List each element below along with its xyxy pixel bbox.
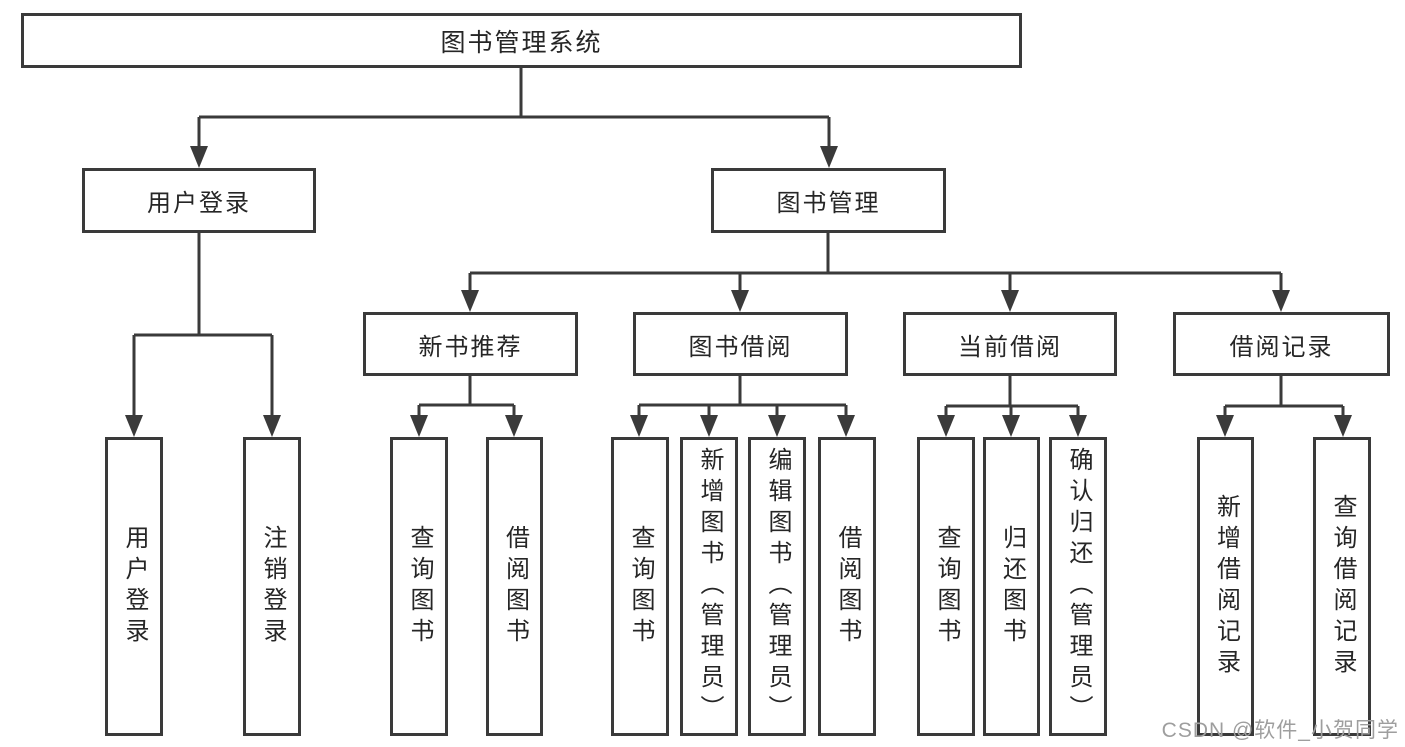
- node-label: 借阅图书: [834, 524, 861, 649]
- arrow-down-icon: [190, 146, 208, 168]
- node-book-borrowing: 图书借阅: [633, 312, 848, 376]
- leaf-add-books-admin: 新增图书（管理员）: [680, 437, 738, 736]
- arrowheads: [125, 146, 1352, 437]
- node-borrowing-records: 借阅记录: [1173, 312, 1390, 376]
- node-label: 确认归还（管理员）: [1065, 447, 1092, 726]
- leaf-return-books: 归还图书: [983, 437, 1040, 736]
- arrow-down-icon: [125, 415, 143, 437]
- node-current-borrowing: 当前借阅: [903, 312, 1117, 376]
- connector-line: [468, 233, 1283, 295]
- node-label: 归还图书: [998, 524, 1026, 649]
- arrow-down-icon: [505, 415, 523, 437]
- node-label: 查询借阅记录: [1329, 493, 1356, 680]
- leaf-borrow-books: 借阅图书: [818, 437, 876, 736]
- arrow-down-icon: [263, 415, 281, 437]
- node-new-book-recommendation: 新书推荐: [363, 312, 578, 376]
- node-label: 查询图书: [406, 524, 433, 649]
- arrow-down-icon: [837, 415, 855, 437]
- arrow-down-icon: [731, 290, 749, 312]
- node-label: 图书借阅: [688, 333, 793, 361]
- node-label: 用户登录: [121, 524, 148, 649]
- node-label: 借阅记录: [1229, 333, 1334, 361]
- connector-line: [1223, 376, 1345, 420]
- arrow-down-icon: [768, 415, 786, 437]
- arrow-down-icon: [700, 415, 718, 437]
- connector-line: [637, 376, 848, 420]
- leaf-borrow-books-recommend: 借阅图书: [486, 437, 543, 736]
- connector-line: [417, 376, 516, 420]
- arrow-down-icon: [410, 415, 428, 437]
- leaf-user-login: 用户登录: [105, 437, 163, 736]
- leaf-confirm-return-admin: 确认归还（管理员）: [1049, 437, 1107, 736]
- arrow-down-icon: [1069, 415, 1087, 437]
- node-label: 注销登录: [259, 524, 286, 649]
- node-label: 查询图书: [627, 524, 654, 649]
- connector-line: [132, 233, 274, 420]
- node-label: 新增借阅记录: [1212, 493, 1240, 680]
- arrow-down-icon: [1272, 290, 1290, 312]
- arrow-down-icon: [1334, 415, 1352, 437]
- node-label: 用户登录: [147, 190, 251, 217]
- connector-line: [197, 68, 831, 150]
- node-label: 新增图书（管理员）: [696, 447, 723, 726]
- leaf-query-books-current: 查询图书: [917, 437, 975, 736]
- node-label: 新书推荐: [418, 333, 523, 361]
- arrow-down-icon: [1002, 415, 1020, 437]
- node-label: 借阅图书: [501, 524, 529, 649]
- arrow-down-icon: [820, 146, 838, 168]
- arrow-down-icon: [937, 415, 955, 437]
- csdn-watermark: CSDN @软件_小贺同学: [1161, 719, 1399, 742]
- node-label: 当前借阅: [958, 333, 1062, 361]
- node-label: 图书管理: [776, 190, 881, 217]
- node-book-management-branch: 图书管理: [711, 168, 946, 233]
- node-label: 图书管理系统: [440, 28, 603, 57]
- leaf-query-books-borrow: 查询图书: [611, 437, 669, 736]
- leaf-edit-books-admin: 编辑图书（管理员）: [748, 437, 806, 736]
- leaf-add-borrow-record: 新增借阅记录: [1197, 437, 1254, 736]
- node-library-management-system: 图书管理系统: [21, 13, 1022, 68]
- node-label: 查询图书: [933, 524, 960, 649]
- leaf-query-books-recommend: 查询图书: [390, 437, 448, 736]
- connector-line: [944, 376, 1080, 420]
- arrow-down-icon: [461, 290, 479, 312]
- node-user-login-branch: 用户登录: [82, 168, 316, 233]
- arrow-down-icon: [1216, 415, 1234, 437]
- arrow-down-icon: [630, 415, 648, 437]
- arrow-down-icon: [1001, 290, 1019, 312]
- node-label: 编辑图书（管理员）: [764, 447, 791, 726]
- leaf-logout: 注销登录: [243, 437, 301, 736]
- leaf-query-borrow-record: 查询借阅记录: [1313, 437, 1371, 736]
